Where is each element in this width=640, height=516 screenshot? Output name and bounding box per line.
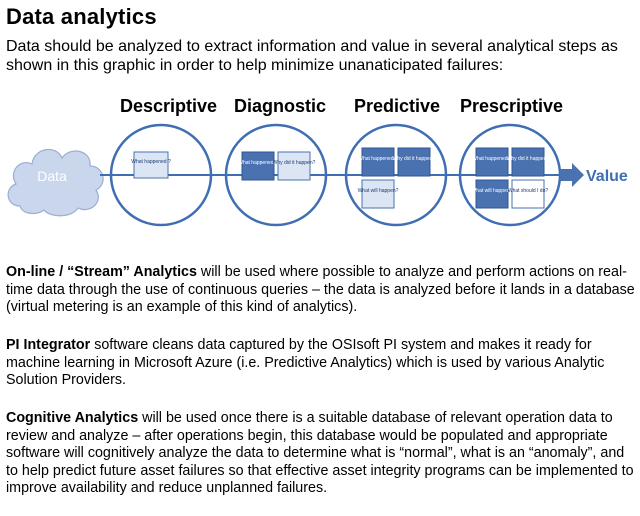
box-text: What happened ? [472, 156, 512, 162]
box-text: What will happen? [472, 188, 513, 194]
ring-predictive [344, 123, 448, 227]
box-text: Why did it happen? [393, 156, 436, 162]
box-prescriptive-why [511, 147, 545, 177]
ring-descriptive [109, 123, 213, 227]
intro-text: Data should be analyzed to extract infor… [6, 38, 618, 74]
paragraph-cognitive-analytics: Cognitive Analytics will be used once th… [6, 410, 636, 498]
box-text: Why did it happen? [273, 160, 316, 166]
paragraph-stream-analytics: On-line / “Stream” Analytics will be use… [6, 264, 636, 317]
stage-label-descriptive: Descriptive [120, 96, 218, 116]
paragraph-body: will be used once there is a suitable da… [6, 410, 634, 496]
analytics-diagram: Data What happened ? What happened ? Why… [7, 123, 628, 227]
box-text: What happened ? [238, 160, 278, 166]
box-prescriptive-what-should [511, 179, 545, 209]
box-predictive-what-will [361, 179, 395, 209]
box-text: What happened ? [358, 156, 398, 162]
box-predictive-why [397, 147, 431, 177]
box-text: What should I do? [508, 188, 549, 194]
box-text: What will happen? [358, 188, 399, 194]
stage-label-predictive: Predictive [354, 96, 441, 116]
paragraph-heading: Cognitive Analytics [6, 410, 139, 426]
box-diagnostic-what-happened [241, 151, 275, 181]
paragraph-heading: On-line / “Stream” Analytics [6, 264, 197, 280]
box-prescriptive-what-happened [475, 147, 509, 177]
paragraph-body: software cleans data captured by the OSI… [6, 337, 605, 388]
arrow-right-icon [560, 163, 584, 187]
data-label: Data [37, 168, 67, 184]
paragraph-body: will be used where possible to analyze a… [6, 264, 635, 315]
box-text: What happened ? [131, 159, 171, 165]
stage-label-prescriptive: Prescriptive [460, 96, 564, 116]
value-label: Value [586, 168, 628, 185]
box-prescriptive-what-will [475, 179, 509, 209]
paragraph-pi-integrator: PI Integrator software cleans data captu… [6, 337, 636, 390]
stage-label-diagnostic: Diagnostic [234, 96, 327, 116]
box-predictive-what-happened [361, 147, 395, 177]
box-descriptive-what-happened [133, 151, 169, 179]
box-diagnostic-why [277, 151, 311, 181]
page-title: Data analytics [6, 4, 157, 29]
paragraph-heading: PI Integrator [6, 337, 91, 353]
data-cloud-icon [7, 148, 104, 217]
ring-diagnostic [224, 123, 328, 227]
box-text: Why did it happen? [507, 156, 550, 162]
